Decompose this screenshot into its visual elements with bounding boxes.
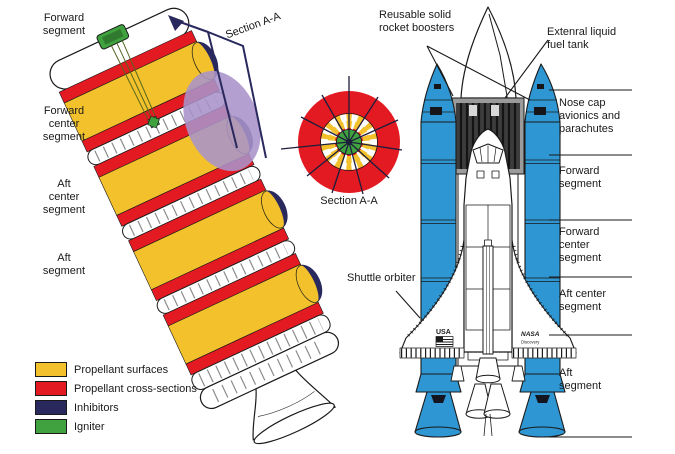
section-plane-ellipse (183, 70, 261, 172)
igniter (96, 24, 161, 129)
cutaway-nozzle (252, 369, 337, 445)
legend-item-propellant-cross-sections: Propellant cross-sections (35, 379, 197, 398)
igniter-star (147, 115, 161, 129)
label-forward-center-segment: Forward center segment (42, 105, 86, 143)
cross-section-spokes (280, 76, 403, 195)
legend-item-inhibitors: Inhibitors (35, 398, 197, 417)
right-label-rules (549, 89, 632, 438)
srb-cutaway (49, 7, 340, 445)
legend-item-igniter: Igniter (35, 417, 197, 436)
section-plane-frame (179, 21, 267, 159)
label-nose-cap: Nose cap avionics and parachutes (559, 97, 621, 135)
legend-label: Propellant surfaces (74, 363, 169, 376)
wing-markings: USA NASA Discovery (435, 329, 540, 347)
label-right-forward-segment: Forward segment (559, 165, 602, 190)
srb-right (518, 63, 566, 438)
orbiter-engines (450, 357, 526, 437)
legend-swatch-green (35, 419, 67, 434)
label-right-aft-segment: Aft segment (559, 367, 602, 392)
cross-section-circle (280, 76, 403, 195)
legend: Propellant surfaces Propellant cross-sec… (35, 360, 197, 436)
label-aft-center-segment: Aft center segment (42, 178, 86, 216)
label-forward-segment: Forward segment (42, 12, 86, 37)
discovery-text: Discovery (521, 340, 540, 345)
legend-label: Inhibitors (74, 401, 119, 414)
section-arrow-icon (168, 15, 184, 31)
legend-swatch-red (35, 381, 67, 396)
usa-wing-text: USA (436, 329, 451, 336)
legend-swatch-yellow (35, 362, 67, 377)
label-shuttle-orbiter: Shuttle orbiter (347, 272, 416, 284)
label-reusable-srb: Reusable solid rocket boosters (379, 9, 455, 34)
casing-ribs (94, 95, 327, 403)
legend-item-propellant-surfaces: Propellant surfaces (35, 360, 197, 379)
legend-swatch-navy (35, 400, 67, 415)
shuttle-stack: USA NASA Discovery (395, 6, 632, 438)
label-external-tank: Extenral liquid fuel tank (547, 26, 617, 51)
legend-label: Igniter (74, 420, 105, 433)
label-right-forward-center: Forward center segment (559, 226, 602, 264)
label-right-aft-center: Aft center segment (559, 288, 607, 313)
orbiter: USA NASA Discovery (399, 128, 577, 437)
label-section-aa-circle: Section A-A (320, 195, 378, 207)
nasa-logo-text: NASA (521, 331, 540, 338)
legend-label: Propellant cross-sections (74, 382, 197, 395)
pointer-lines (395, 39, 549, 319)
label-aft-segment: Aft segment (42, 252, 86, 277)
